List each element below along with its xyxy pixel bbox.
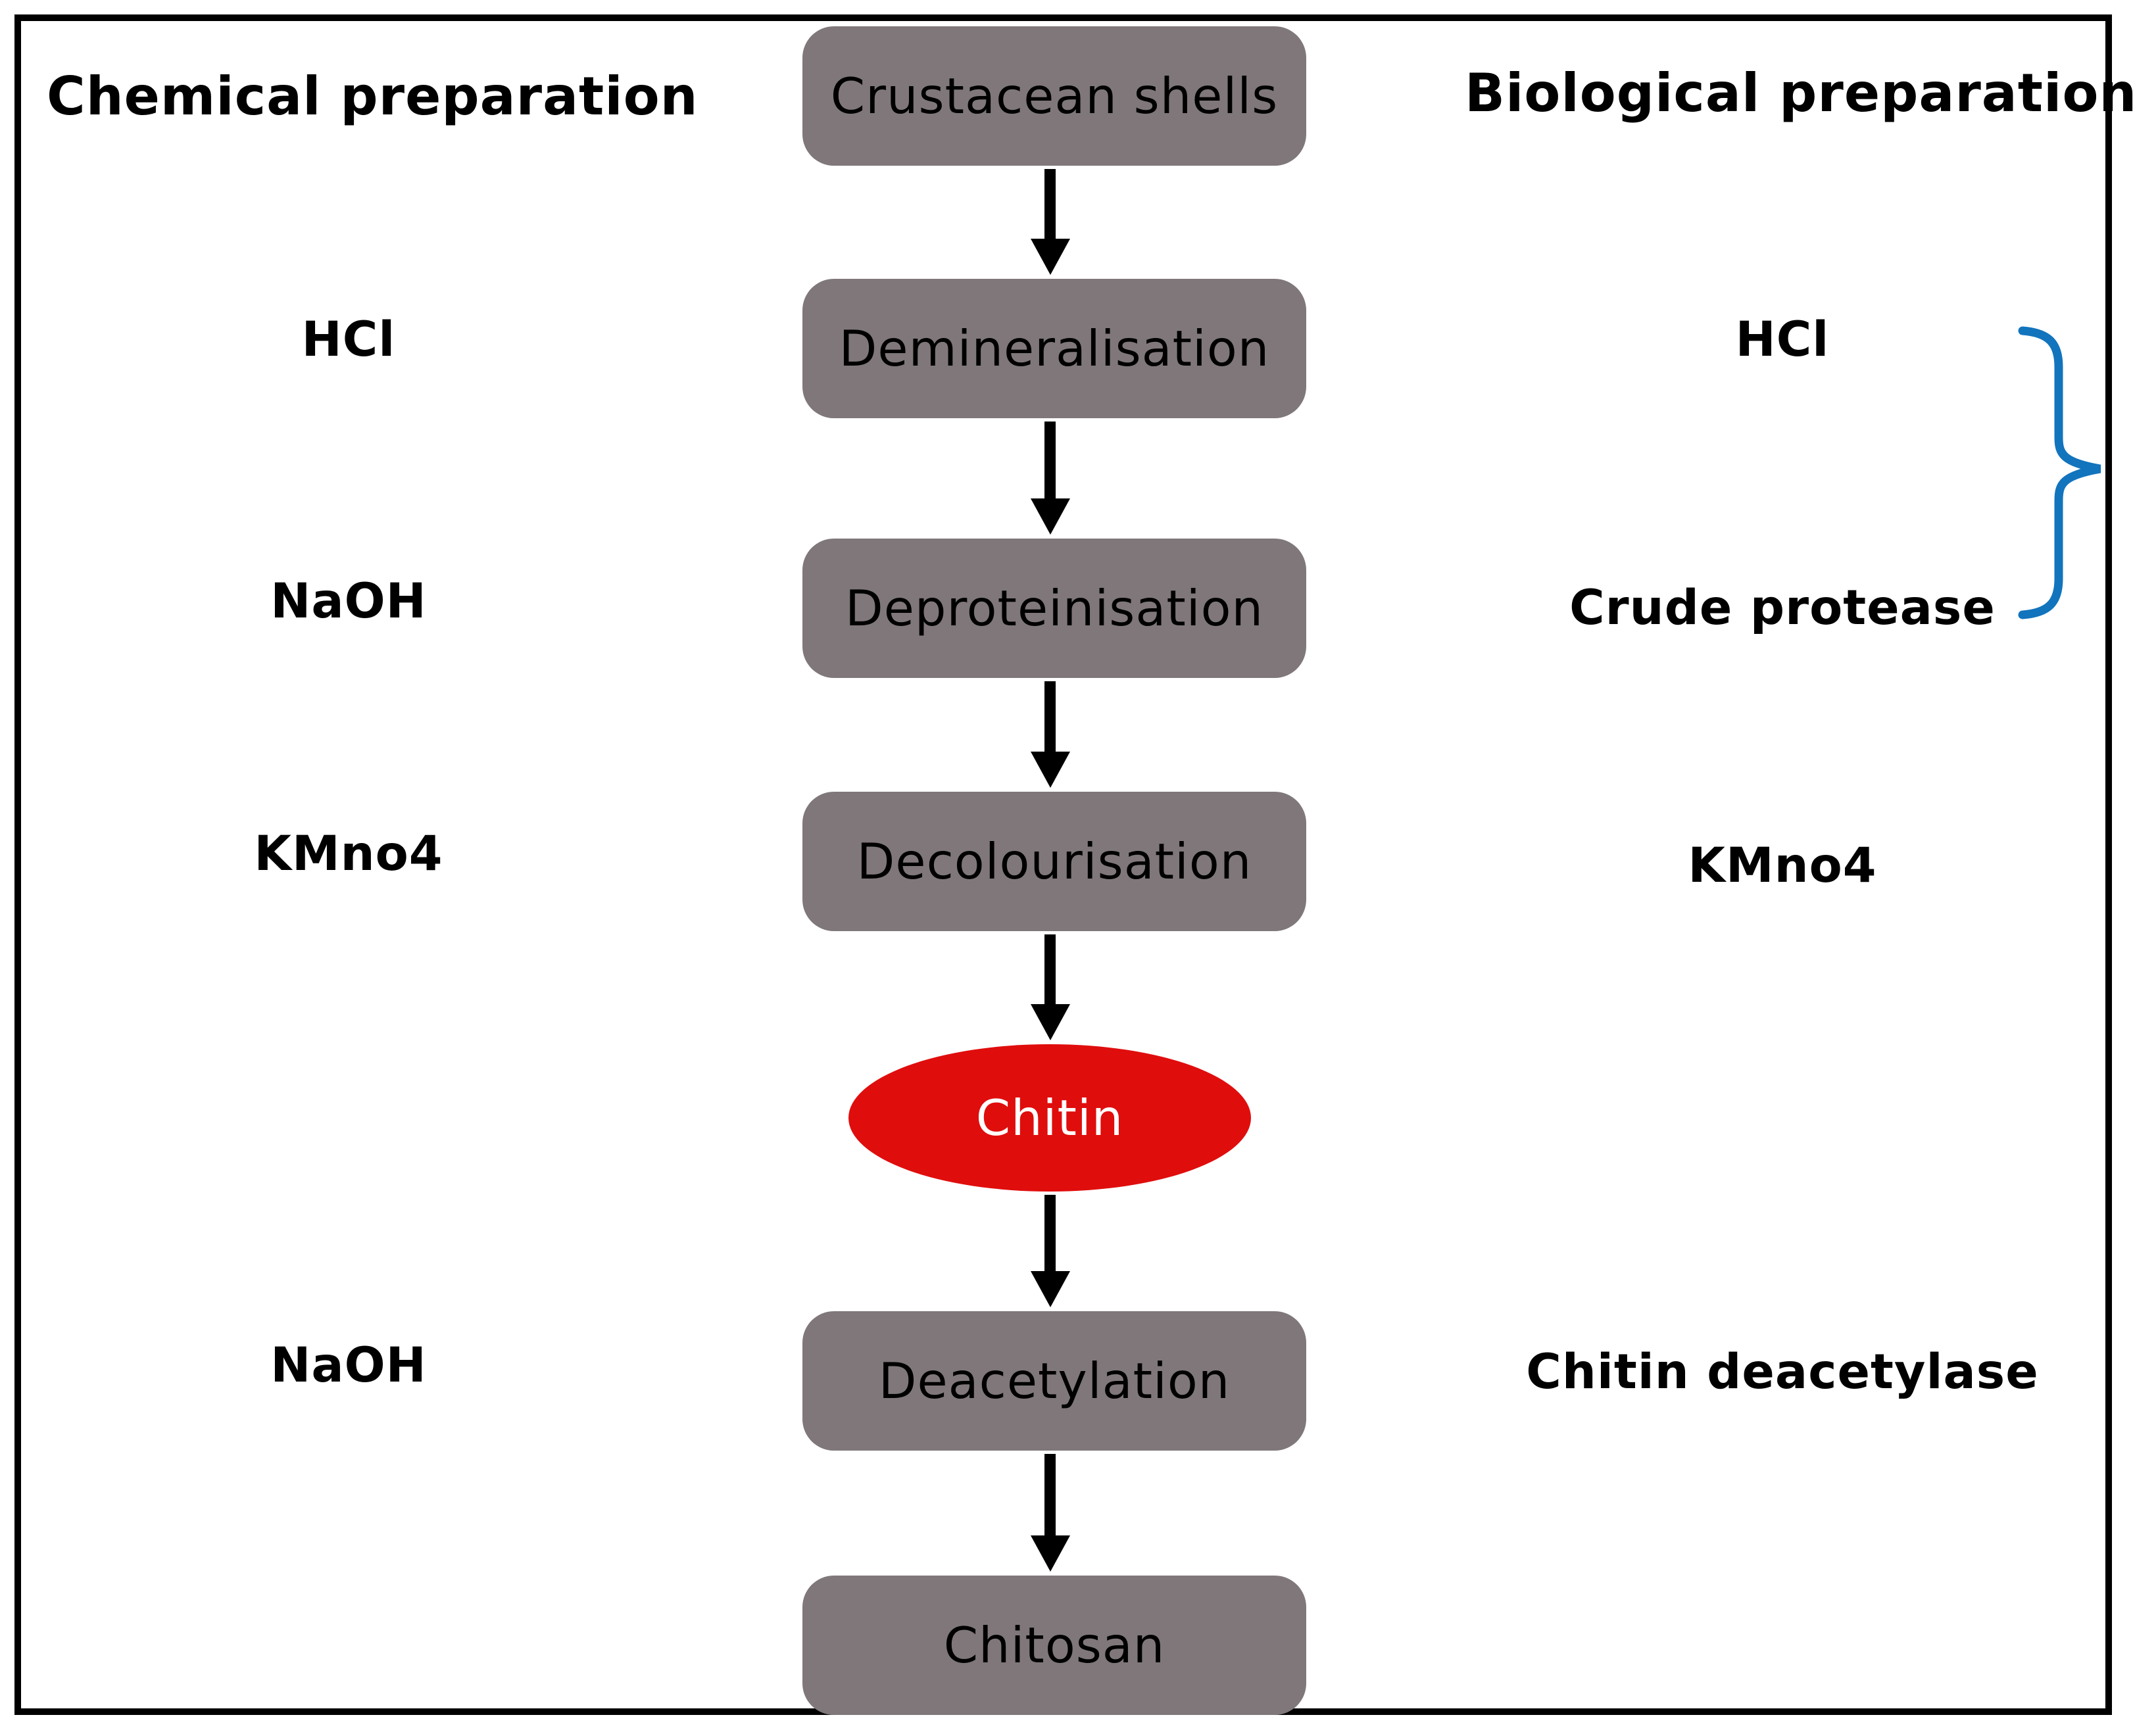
reagent-label-crude-protease: Crude protease [1569, 580, 1996, 636]
reagent-label-naoh-bottom-left: NaOH [270, 1338, 427, 1393]
arrow-head [1031, 752, 1070, 788]
reagent-label-kmno4-left: KMno4 [254, 826, 443, 882]
reagent-label-hcl-right: HCl [1735, 312, 1830, 368]
chemical-preparation-heading: Chemical preparation [47, 66, 699, 127]
arrow-shaft [1044, 934, 1056, 1004]
down-arrow-icon [1031, 681, 1070, 788]
arrow-head [1031, 1271, 1070, 1307]
curly-brace-icon [2018, 326, 2101, 619]
arrow-head [1031, 498, 1070, 535]
biological-preparation-heading: Biological preparation [1465, 62, 2133, 124]
arrow-head [1031, 239, 1070, 275]
down-arrow-icon [1031, 1454, 1070, 1572]
step-node-demineralisation: Demineralisation [802, 279, 1306, 418]
reagent-label-naoh-left: NaOH [270, 573, 427, 629]
step-node-deacetylation: Deacetylation [802, 1311, 1306, 1451]
arrow-shaft [1044, 169, 1056, 239]
step-node-deproteinisation: Deproteinisation [802, 539, 1306, 678]
arrow-shaft [1044, 1454, 1056, 1535]
arrow-shaft [1044, 1195, 1056, 1271]
reagent-label-chitin-deacetylase: Chitin deacetylase [1526, 1344, 2039, 1400]
arrow-shaft [1044, 422, 1056, 498]
arrow-head [1031, 1535, 1070, 1572]
step-node-chitin: Chitin [848, 1044, 1251, 1192]
arrow-shaft [1044, 681, 1056, 752]
down-arrow-icon [1031, 1195, 1070, 1307]
step-node-decolourisation: Decolourisation [802, 792, 1306, 931]
down-arrow-icon [1031, 422, 1070, 535]
reagent-label-hcl-left: HCl [301, 312, 396, 368]
down-arrow-icon [1031, 169, 1070, 275]
reagent-label-kmno4-right: KMno4 [1688, 838, 1877, 894]
step-node-crustacean-shells: Crustacean shells [802, 26, 1306, 166]
arrow-head [1031, 1004, 1070, 1040]
step-node-chitosan: Chitosan [802, 1576, 1306, 1715]
down-arrow-icon [1031, 934, 1070, 1040]
